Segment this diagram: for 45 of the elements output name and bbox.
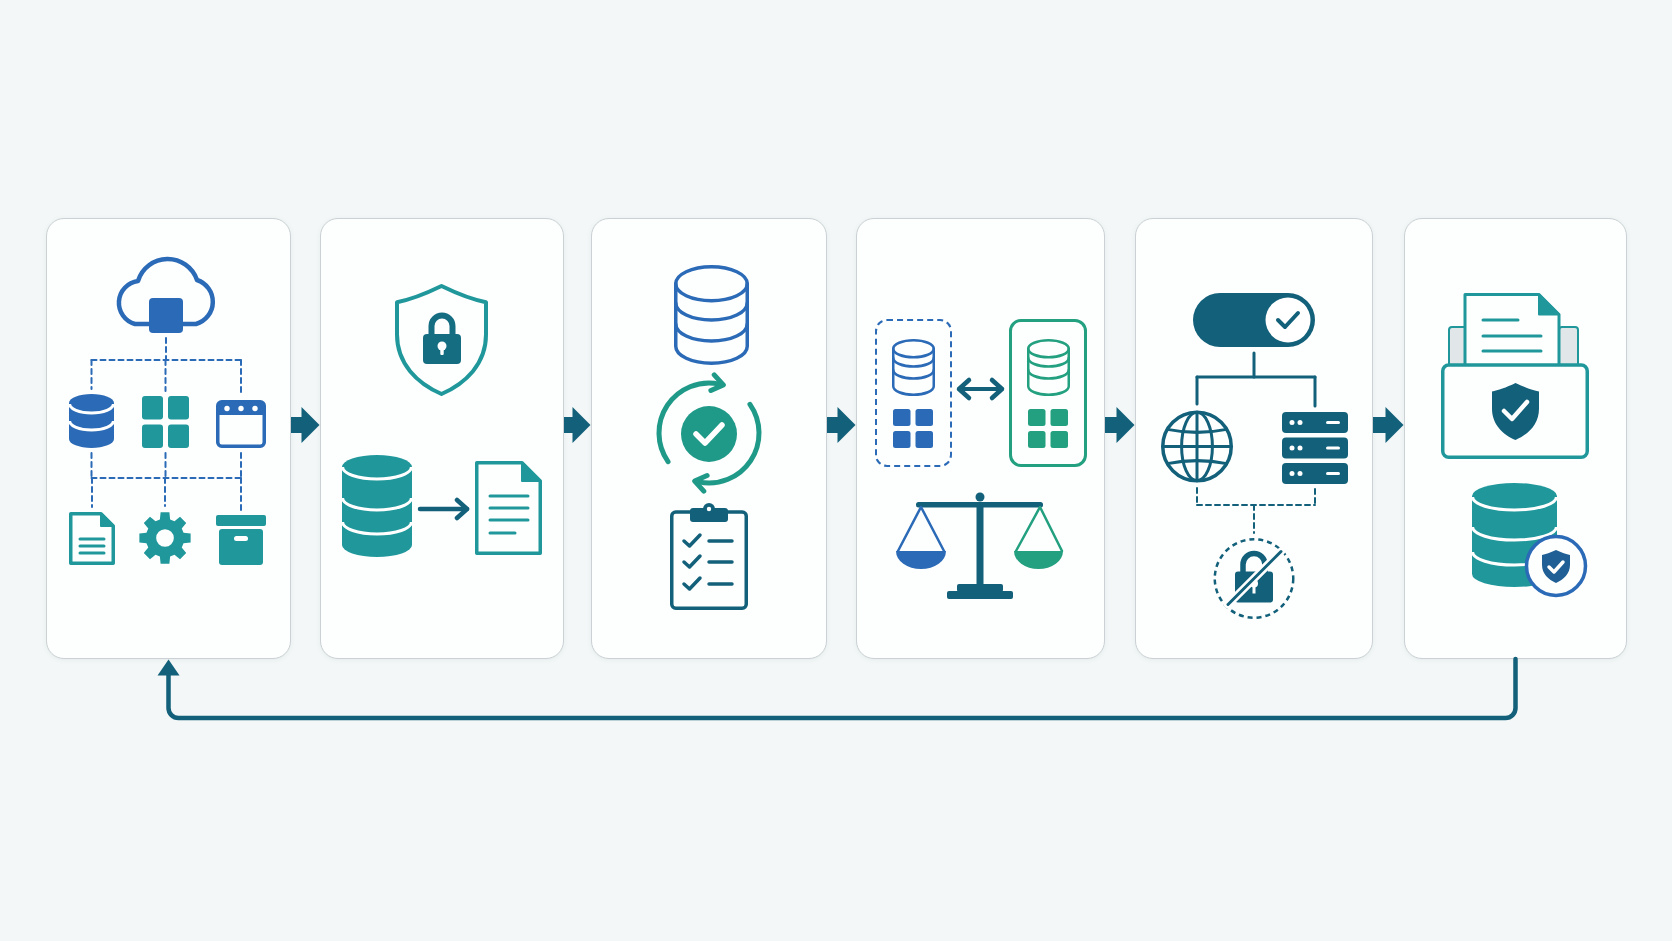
dashed-connector — [240, 477, 242, 511]
dashed-connector — [164, 359, 167, 392]
step-panel — [591, 218, 827, 659]
dashed-connector — [90, 359, 93, 390]
step-panel — [320, 218, 564, 659]
crossed-lock-icon — [1213, 538, 1295, 619]
globe-icon — [1161, 410, 1233, 483]
dashed-connector — [1253, 504, 1255, 534]
group-box — [1009, 319, 1087, 467]
arrow — [417, 497, 470, 521]
block-arrow — [291, 407, 320, 443]
database-icon — [342, 455, 412, 557]
dashed-connector — [90, 452, 93, 479]
connector-line — [1252, 351, 1256, 379]
connector-line — [1313, 375, 1317, 408]
step-panel — [1135, 218, 1373, 659]
step-panel — [1404, 218, 1627, 659]
step-panel — [856, 218, 1105, 659]
step-panel — [46, 218, 291, 659]
browser-window-icon — [216, 400, 266, 448]
connector-line — [1195, 375, 1317, 379]
document-icon — [475, 461, 542, 555]
connector-line — [1195, 375, 1199, 406]
database-icon — [69, 394, 114, 448]
dashed-group-box — [875, 319, 952, 467]
app-grid-icon — [142, 396, 189, 448]
block-arrow — [1373, 407, 1404, 443]
archive-box-icon — [216, 515, 266, 565]
server-rack-icon — [1282, 412, 1348, 484]
block-arrow — [827, 407, 856, 443]
document-icon — [69, 512, 115, 565]
dashed-connector — [90, 359, 242, 361]
block-arrow — [564, 407, 591, 443]
toggle-switch-icon — [1193, 293, 1315, 347]
dashed-connector — [91, 477, 93, 508]
dashed-connector — [1314, 488, 1316, 506]
dashed-connector — [165, 337, 167, 361]
dashed-connector — [240, 359, 242, 396]
return-arrow — [157, 656, 1518, 721]
double-arrow — [956, 377, 1005, 401]
block-arrow — [1105, 407, 1135, 443]
dashed-connector — [240, 452, 242, 479]
dashed-connector — [1196, 504, 1316, 506]
gear-icon — [139, 511, 191, 565]
dashed-connector — [1196, 487, 1198, 506]
